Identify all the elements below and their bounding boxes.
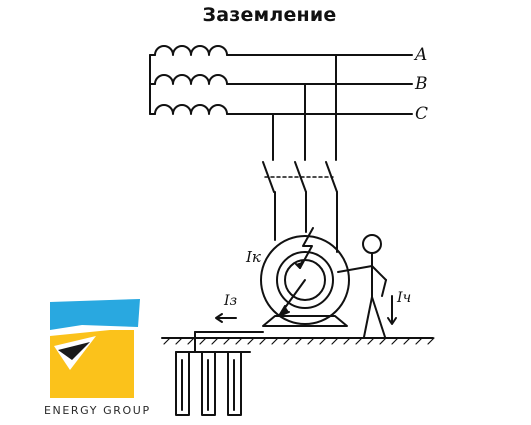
ground-electrodes — [175, 351, 242, 416]
ground-current-label: Iз — [223, 293, 237, 309]
page-title: Заземление — [202, 4, 337, 26]
body-current-label: Iч — [396, 290, 411, 306]
winding-b — [154, 74, 228, 85]
phase-label-a: A — [413, 45, 427, 65]
brand-logo — [50, 299, 140, 398]
motor-base — [262, 315, 348, 327]
phase-label-b: B — [414, 74, 428, 94]
winding-a — [154, 45, 228, 56]
fault-current-label: Iк — [245, 248, 261, 266]
phase-label-c: C — [415, 104, 428, 124]
winding-c — [154, 104, 228, 115]
fault-arrow-icon — [299, 227, 314, 269]
motor — [260, 227, 350, 327]
transformer-windings — [149, 45, 228, 115]
person-icon — [337, 234, 387, 338]
brand-name: ENERGY GROUP — [44, 404, 151, 417]
